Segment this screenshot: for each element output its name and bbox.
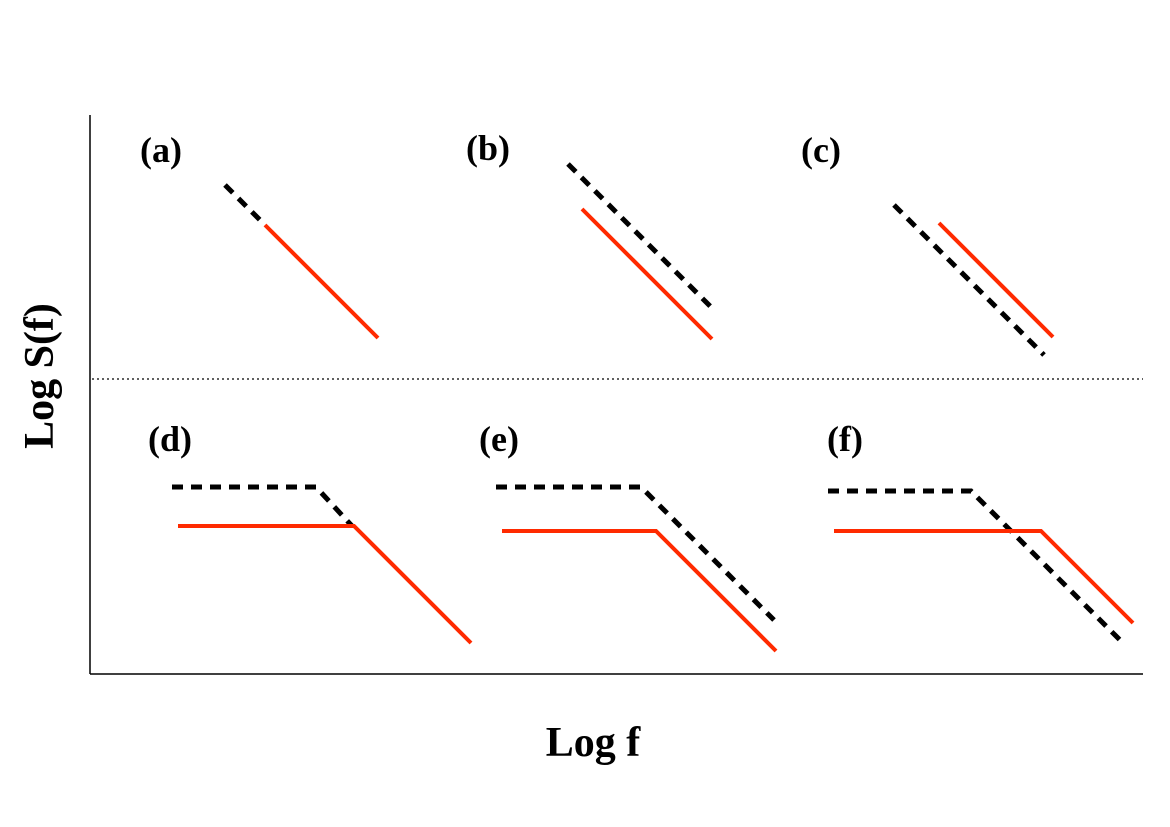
panel-label-b: (b) [466, 128, 510, 168]
panel-b-dashed-line [566, 162, 715, 311]
panel-d: (d) [148, 419, 473, 645]
y-axis-title: Log S(f) [17, 303, 63, 449]
panel-c-dashed-line [892, 203, 1046, 357]
axes [89, 115, 1143, 675]
panel-e: (e) [479, 419, 778, 653]
panel-label-d: (d) [148, 419, 192, 459]
panel-label-c: (c) [801, 130, 841, 170]
panel-b: (b) [466, 128, 715, 341]
panel-b-solid-line [580, 207, 714, 341]
panel-e-solid-line [502, 529, 778, 653]
panel-d-solid-line [178, 524, 473, 645]
panel-d-dashed-line [172, 484, 354, 528]
x-axis-title: Log f [546, 720, 642, 766]
panel-f: (f) [827, 419, 1135, 645]
panel-a-dashed-line [223, 183, 267, 227]
panel-label-a: (a) [140, 130, 182, 170]
panel-c: (c) [801, 130, 1055, 357]
panel-e-dashed-line [496, 484, 776, 622]
panel-f-dashed-line [828, 488, 1125, 645]
panel-a-solid-line [263, 223, 380, 340]
panel-f-solid-line [834, 529, 1135, 625]
panel-label-f: (f) [827, 419, 863, 459]
panel-label-e: (e) [479, 419, 519, 459]
panel-a: (a) [140, 130, 380, 340]
panel-c-solid-line [937, 221, 1055, 339]
